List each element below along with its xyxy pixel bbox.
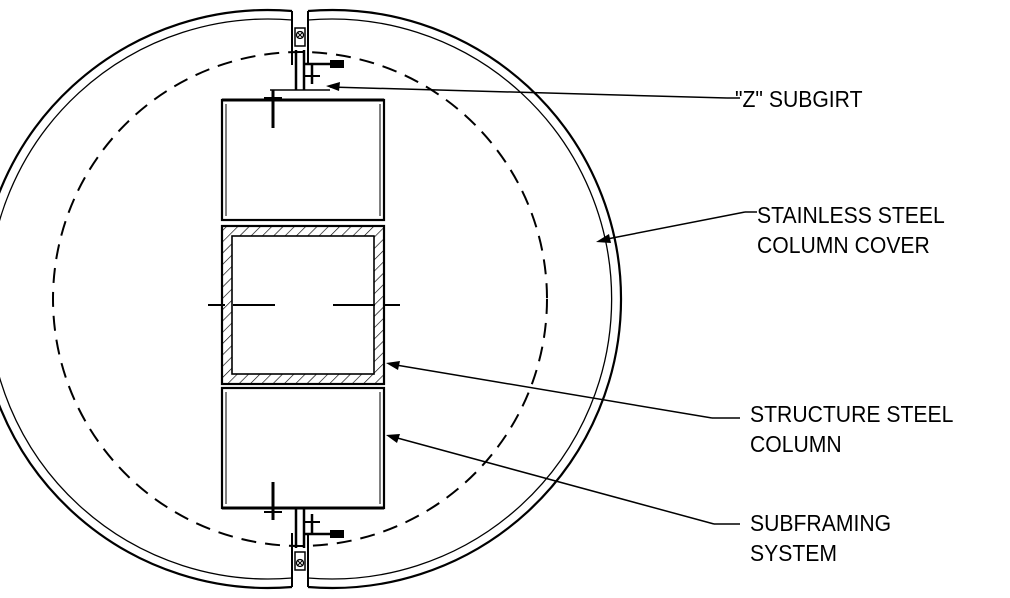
label-subframing-line1: SUBFRAMING	[750, 510, 892, 536]
leader-subgirt	[326, 82, 740, 99]
structural-steel-column	[208, 224, 400, 386]
leader-column-cover	[596, 211, 757, 243]
label-subframing-system: SUBFRAMING SYSTEM	[750, 508, 891, 568]
label-z-subgirt: "Z" SUBGIRT	[735, 84, 863, 114]
leader-subframing	[386, 434, 740, 525]
z-subgirt-top	[270, 11, 344, 91]
subframing-bottom-box	[220, 386, 386, 520]
z-subgirt-bottom	[270, 507, 344, 587]
dashed-reference-circle	[52, 51, 548, 547]
subframing-top-box	[220, 90, 386, 222]
leader-lines	[326, 82, 757, 525]
label-steel-column-line1: STRUCTURE STEEL	[750, 401, 954, 427]
label-structure-steel-column: STRUCTURE STEEL COLUMN	[750, 399, 953, 459]
label-stainless-steel-column-cover: STAINLESS STEEL COLUMN COVER	[757, 200, 945, 260]
stainless-steel-column-cover	[0, 8, 623, 590]
label-subframing-line2: SYSTEM	[750, 540, 838, 566]
label-steel-column-line2: COLUMN	[750, 431, 842, 457]
label-column-cover-line1: STAINLESS STEEL	[757, 202, 945, 228]
leader-steel-column	[386, 361, 740, 419]
label-z-subgirt-line1: "Z" SUBGIRT	[735, 86, 863, 112]
label-column-cover-line2: COLUMN COVER	[757, 232, 930, 258]
